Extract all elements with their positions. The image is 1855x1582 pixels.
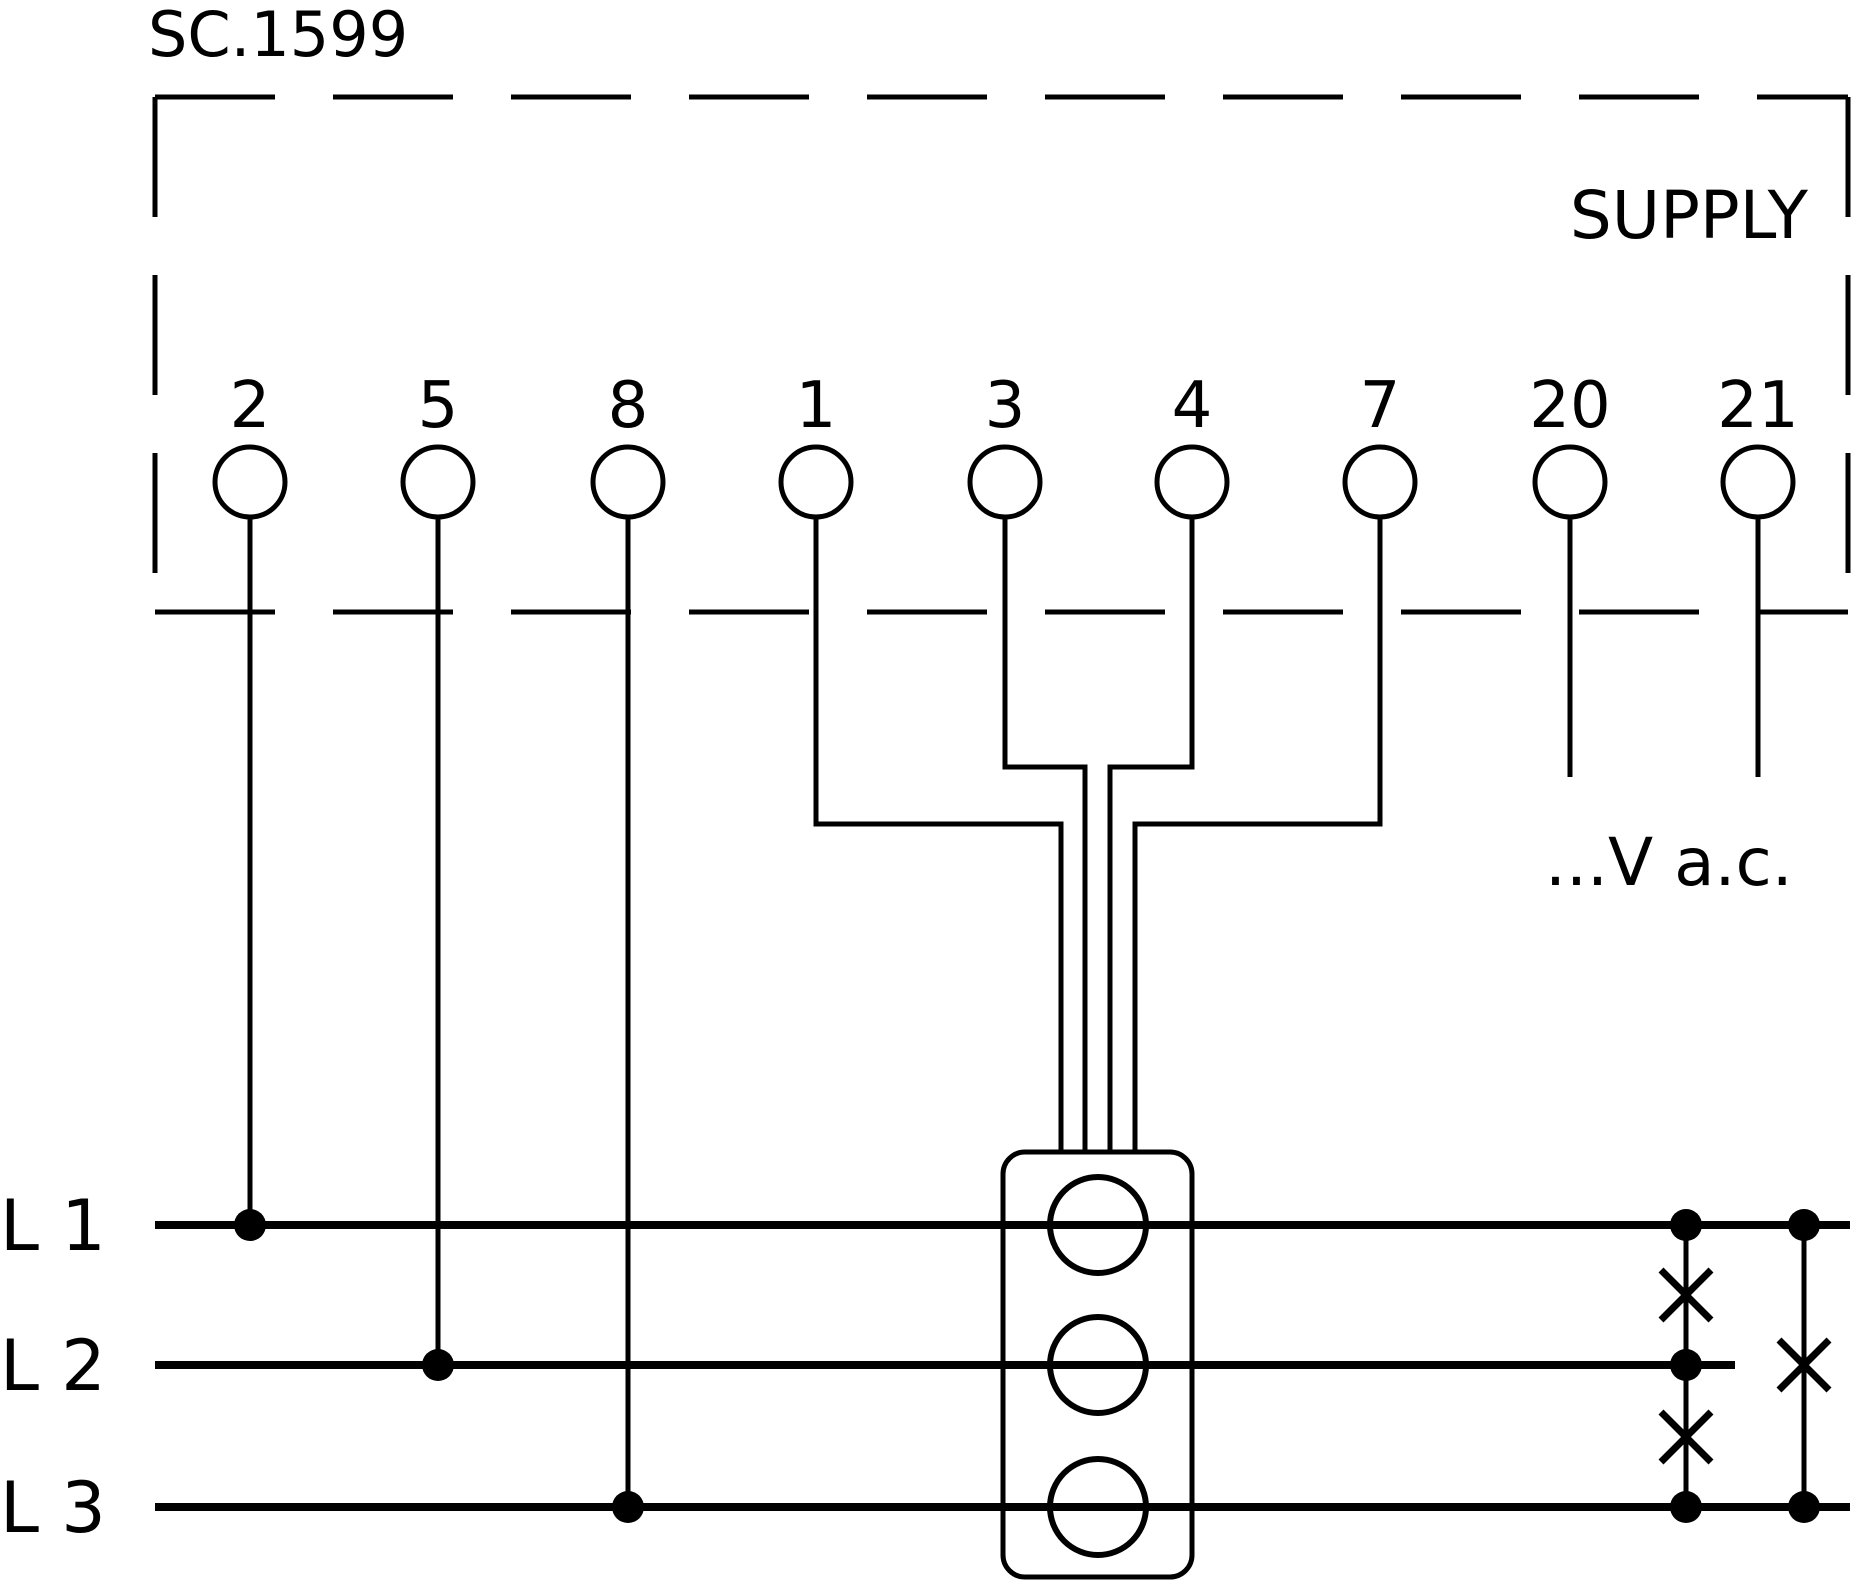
junction-l2-branch-left [1670, 1349, 1702, 1381]
terminal-3 [967, 444, 1043, 520]
lead-terminal-1 [813, 517, 1064, 1152]
terminals [212, 444, 1796, 520]
lead-terminal-4 [1107, 517, 1195, 1152]
terminal-5 [400, 444, 476, 520]
terminal-numbers: 2 5 8 1 3 4 7 20 21 [230, 369, 1799, 443]
junction-l1-branch-right [1788, 1209, 1820, 1241]
terminal-label-3: 3 [985, 369, 1026, 443]
junction-l1-branch-left [1670, 1209, 1702, 1241]
terminal-1 [778, 444, 854, 520]
terminal-label-20: 20 [1529, 369, 1610, 443]
lead-terminal-3 [1002, 517, 1088, 1152]
junction-l3-branch-right [1788, 1491, 1820, 1523]
lead-terminal-7 [1132, 517, 1383, 1152]
junction-l3-branch-left [1670, 1491, 1702, 1523]
terminal-21 [1720, 444, 1796, 520]
junction-l3-terminal-8 [612, 1491, 644, 1523]
line-label-l3: L 3 [0, 1467, 106, 1549]
terminal-label-4: 4 [1172, 369, 1213, 443]
ct-rings [1047, 1174, 1149, 1558]
line-labels: L 1 L 2 L 3 [0, 1185, 106, 1549]
terminal-label-7: 7 [1360, 369, 1401, 443]
ct-ring-l3 [1047, 1456, 1149, 1558]
supply-label: SUPPLY [1570, 177, 1809, 254]
ct-ring-l2 [1047, 1314, 1149, 1416]
fuse-mark-lower [1658, 1409, 1714, 1465]
terminal-8 [590, 444, 666, 520]
instrument-enclosure [152, 94, 1851, 615]
main-lines [155, 1221, 1850, 1511]
junction-l1-terminal-2 [234, 1209, 266, 1241]
line-label-l1: L 1 [0, 1185, 106, 1267]
ct-ring-l1 [1047, 1174, 1149, 1276]
terminal-label-8: 8 [608, 369, 649, 443]
terminal-label-21: 21 [1717, 369, 1798, 443]
terminal-2 [212, 444, 288, 520]
line-label-l2: L 2 [0, 1325, 106, 1407]
voltage-label: ...V a.c. [1545, 824, 1793, 901]
junction-dots [234, 1209, 1820, 1523]
diagram-title: SC.1599 [148, 0, 408, 71]
terminal-label-5: 5 [418, 369, 459, 443]
fuse-mark-right [1776, 1337, 1832, 1393]
junction-l2-terminal-5 [422, 1349, 454, 1381]
terminal-4 [1154, 444, 1230, 520]
fuse-mark-upper [1658, 1267, 1714, 1323]
terminal-20 [1532, 444, 1608, 520]
terminal-7 [1342, 444, 1418, 520]
ct-secondary-leads [813, 517, 1383, 1152]
terminal-label-1: 1 [796, 369, 837, 443]
supply-leads [1567, 517, 1761, 777]
terminal-label-2: 2 [230, 369, 271, 443]
